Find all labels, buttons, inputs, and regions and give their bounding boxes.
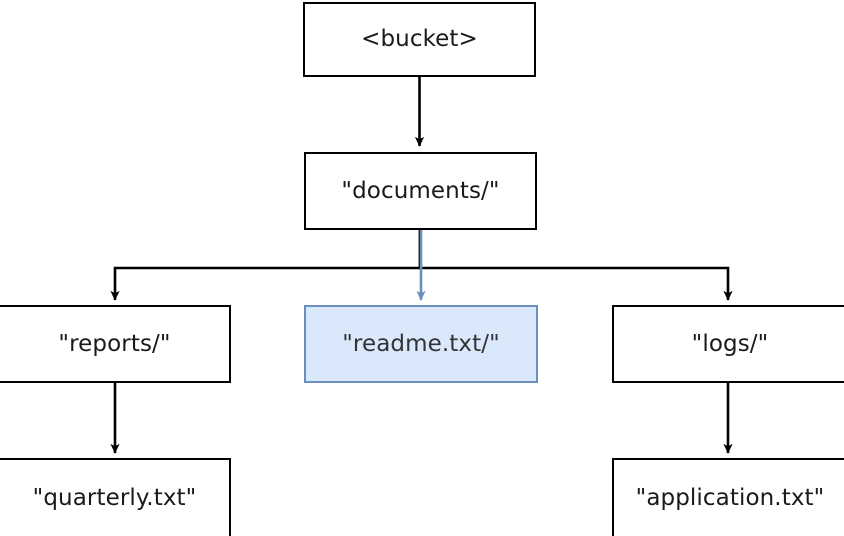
node-quarterly[interactable]: "quarterly.txt" [0, 458, 231, 536]
node-reports-label: "reports/" [58, 330, 171, 357]
node-application[interactable]: "application.txt" [612, 458, 844, 536]
node-readme-label: "readme.txt/" [342, 330, 500, 357]
edge-documents-to-reports [110, 230, 422, 301]
node-bucket[interactable]: <bucket> [303, 2, 536, 77]
node-bucket-label: <bucket> [361, 26, 478, 53]
node-readme[interactable]: "readme.txt/" [304, 305, 538, 383]
node-logs[interactable]: "logs/" [612, 305, 844, 383]
node-documents-label: "documents/" [341, 177, 500, 204]
node-logs-label: "logs/" [691, 330, 769, 357]
node-application-label: "application.txt" [635, 484, 825, 511]
node-reports[interactable]: "reports/" [0, 305, 231, 383]
node-quarterly-label: "quarterly.txt" [32, 484, 197, 511]
edge-documents-to-logs [418, 230, 733, 301]
node-documents[interactable]: "documents/" [304, 152, 537, 230]
